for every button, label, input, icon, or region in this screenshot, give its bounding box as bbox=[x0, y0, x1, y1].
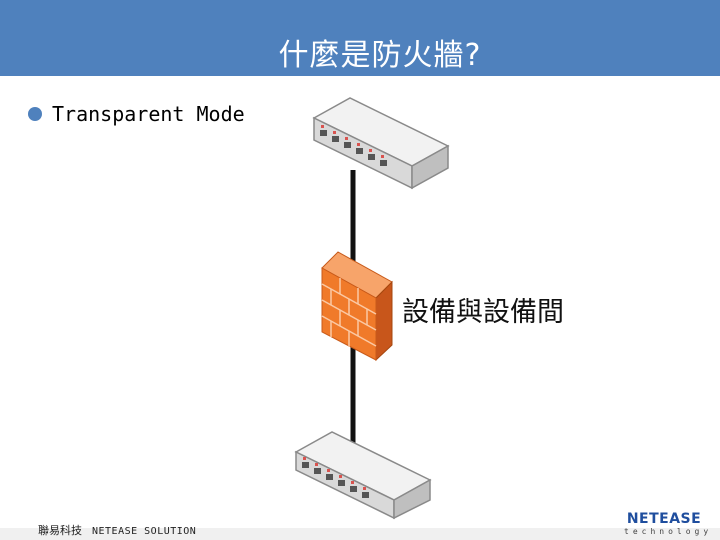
netease-logo: NETEASE technology bbox=[624, 511, 713, 540]
logo-sub-text: technology bbox=[624, 527, 713, 536]
slide-title: 什麼是防火牆? bbox=[278, 38, 482, 73]
footer-company: 聯易科技 bbox=[38, 524, 82, 537]
diagram-caption: 設備與設備間 bbox=[402, 297, 564, 328]
bullet-dot-icon bbox=[28, 107, 42, 121]
bullet-text: Transparent Mode bbox=[52, 102, 245, 126]
footer-bar bbox=[0, 528, 720, 540]
bullet-item: Transparent Mode bbox=[28, 100, 245, 128]
top-switch-icon bbox=[312, 97, 450, 190]
title-bar: 什麼是防火牆? bbox=[0, 0, 720, 76]
footer-text: 聯易科技 NETEASE SOLUTION bbox=[38, 522, 196, 538]
bottom-switch-icon bbox=[294, 431, 432, 520]
footer-tagline: NETEASE SOLUTION bbox=[92, 526, 197, 537]
firewall-icon bbox=[321, 251, 393, 362]
logo-main-text: NETEASE bbox=[626, 511, 702, 527]
